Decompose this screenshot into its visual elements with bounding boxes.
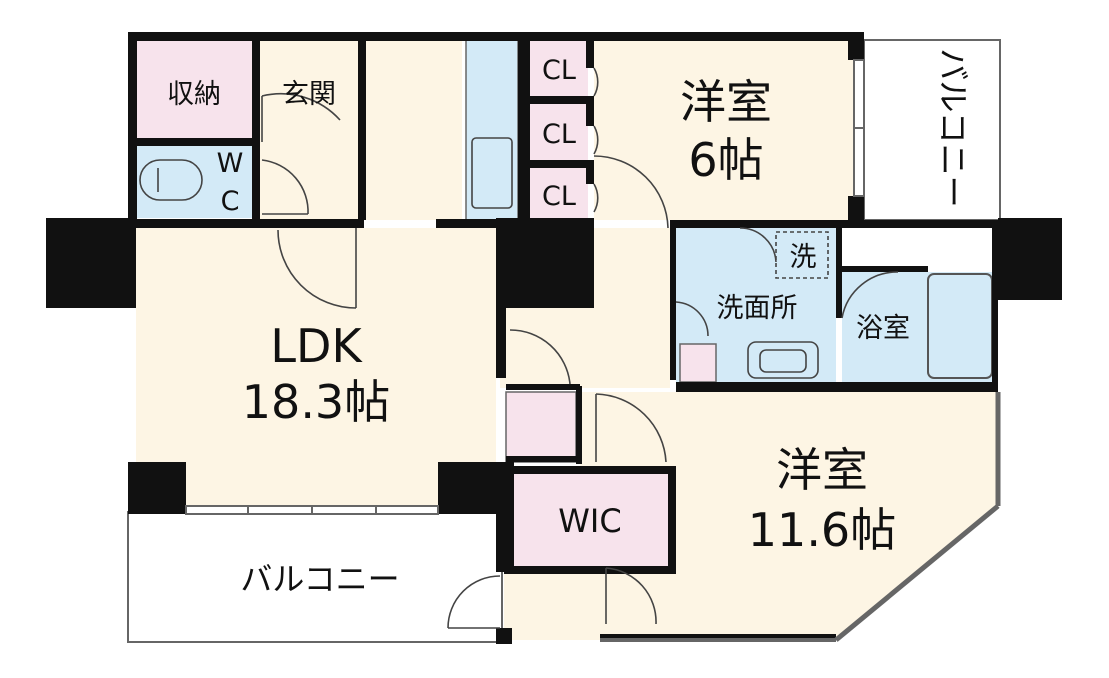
label-balcony-east: バルコニー	[934, 48, 972, 207]
wic-area	[512, 474, 668, 566]
sink-icon	[747, 341, 819, 379]
label-western6-size: 6帖	[688, 133, 763, 187]
label-cl-1: CL	[542, 55, 576, 86]
label-cl-2: CL	[542, 119, 576, 150]
label-wic: WIC	[558, 502, 621, 540]
storage-area	[136, 40, 252, 138]
cl1-area	[530, 40, 588, 96]
label-ldk-size: 18.3帖	[242, 375, 390, 429]
doors	[261, 67, 899, 629]
label-storage: 収納	[167, 79, 221, 110]
labels: 収納 玄関 W C CL CL CL 洋室 6帖 バルコニー 洗 洗面所 浴室 …	[167, 48, 972, 598]
balcony-east-area	[863, 39, 1001, 221]
western11-area	[504, 392, 998, 640]
western6-area	[594, 40, 856, 220]
wc-area	[136, 146, 252, 218]
label-bath: 浴室	[856, 313, 910, 344]
diagonal-wall	[600, 392, 1001, 642]
refrigerator-area	[465, 39, 519, 221]
windows	[185, 59, 865, 515]
label-washroom: 洗面所	[717, 293, 798, 324]
label-wc-c: C	[221, 186, 240, 217]
label-laundry: 洗	[790, 242, 817, 273]
linen-storage	[505, 391, 577, 463]
label-ldk-name: LDK	[270, 319, 363, 373]
cl3-area	[530, 168, 588, 220]
label-wc-w: W	[217, 148, 244, 179]
label-western6-name: 洋室	[680, 75, 772, 129]
label-western11-size: 11.6帖	[748, 503, 896, 557]
entrance-area	[260, 40, 358, 220]
wash-storage	[679, 343, 717, 383]
label-western11-name: 洋室	[776, 443, 868, 497]
toilet-icon	[139, 159, 203, 201]
cl2-area	[530, 104, 588, 160]
corridor-north-area	[366, 40, 462, 220]
bathtub	[927, 273, 993, 379]
label-balcony-south: バルコニー	[240, 560, 399, 598]
kitchen-counter	[471, 137, 513, 209]
room-fills	[127, 39, 1001, 643]
label-cl-3: CL	[542, 181, 576, 212]
balcony-south-area	[127, 511, 503, 643]
fixtures	[139, 137, 829, 379]
ldk-area	[136, 228, 496, 508]
label-entrance: 玄関	[282, 79, 336, 110]
